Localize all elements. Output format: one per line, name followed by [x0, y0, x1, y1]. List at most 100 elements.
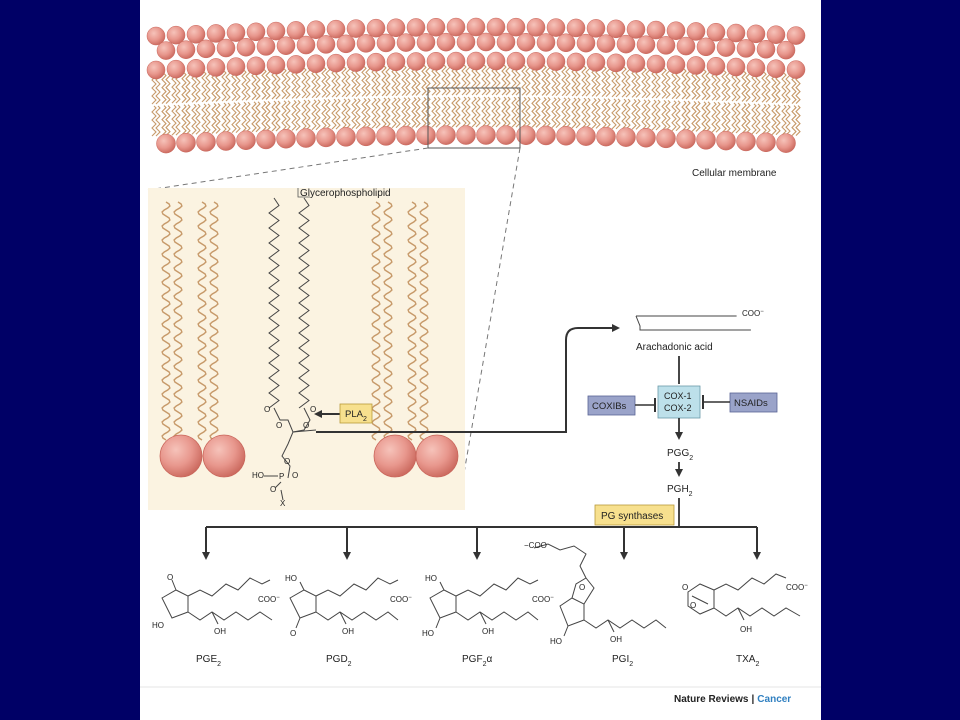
arachidonic-acid-label: Arachadonic acid [636, 342, 713, 353]
txa2-oh: OH [740, 625, 752, 634]
membrane-tail [445, 96, 451, 128]
membrane-tail [611, 66, 617, 98]
membrane-tail [265, 101, 271, 132]
membrane-tail [671, 100, 677, 132]
lipid-head [216, 38, 236, 58]
membrane-tail [351, 98, 357, 129]
lipid-head [476, 125, 496, 145]
pgi2-coo: −COO [524, 541, 547, 550]
eicosanoid-pathway-diagram: Cellular membrane O O O O O HO P O O X G… [140, 17, 821, 705]
zoom-lipid-head [415, 434, 459, 478]
zoom-tail [161, 201, 171, 441]
membrane-tail [221, 70, 227, 102]
lipid-head [256, 37, 276, 56]
membrane-tail [785, 104, 791, 136]
membrane-tail [391, 65, 397, 97]
lipid-head [616, 127, 636, 147]
lipid-head [496, 32, 516, 52]
membrane-tail [275, 100, 281, 132]
membrane-tail [441, 64, 447, 96]
membrane-tail [595, 97, 601, 129]
lipid-head [566, 18, 586, 38]
membrane-tail [381, 97, 387, 129]
membrane-tail [581, 97, 587, 129]
ester-o-2: O [303, 421, 309, 430]
cox1-label: COX-1 [664, 391, 692, 401]
lipid-head [656, 128, 676, 149]
lipid-head [736, 39, 756, 58]
lipid-head [466, 17, 486, 37]
membrane-tail [761, 103, 767, 135]
lipid-head [676, 129, 696, 149]
membrane-tail [291, 67, 297, 99]
membrane-tail [745, 71, 751, 102]
membrane-tail [255, 101, 261, 133]
membrane-tail [221, 102, 227, 134]
lipid-head [606, 53, 626, 73]
membrane-tail [191, 71, 197, 103]
membrane-tail [561, 65, 567, 97]
pgd2-oh: OH [342, 627, 354, 636]
membrane-tail [791, 105, 797, 136]
lipid-head [156, 41, 176, 60]
membrane-tail [651, 67, 657, 99]
phosphate-o-lower: O [270, 485, 276, 494]
membrane-tail [551, 65, 557, 96]
carbonyl-o-2: O [310, 405, 316, 414]
membrane-tail [341, 98, 347, 130]
lipid-head [296, 35, 316, 55]
lipid-head [246, 56, 266, 76]
membrane-tail [755, 103, 761, 135]
membrane-tail [625, 66, 631, 98]
membrane-tail [281, 68, 287, 100]
membrane-tail [225, 102, 231, 134]
membrane-tail [591, 65, 597, 97]
pge2-o: O [167, 573, 173, 582]
membrane-tail [531, 96, 537, 128]
membrane-tail [351, 66, 357, 97]
lipid-head [536, 33, 556, 52]
membrane-tail [795, 105, 801, 136]
membrane-tail [691, 101, 697, 132]
lipid-head [686, 22, 706, 41]
membrane-tail [541, 65, 547, 96]
membrane-tail [655, 99, 661, 131]
phosphorus-atom: P [279, 472, 284, 481]
membrane-tail [381, 65, 387, 97]
membrane-tail [661, 99, 667, 131]
membrane-tail [451, 96, 457, 128]
membrane-tail [215, 103, 221, 134]
lipid-head [696, 37, 716, 57]
membrane-tail [485, 96, 491, 128]
membrane-tail [711, 101, 717, 133]
lipid-head [416, 33, 436, 52]
membrane-tail [475, 96, 481, 128]
phosphate-ho: HO [252, 471, 264, 480]
lipid-head [286, 21, 306, 40]
product-label-pgi2: PGI2 [612, 654, 633, 668]
membrane-tail [395, 97, 401, 129]
lipid-head [396, 125, 416, 146]
phosphate-x: X [280, 499, 286, 508]
membrane-tail [375, 97, 381, 129]
membrane-tail [751, 103, 757, 135]
lipid-head [776, 40, 796, 60]
membrane-tail [261, 69, 267, 100]
lipid-head [186, 25, 206, 44]
cox-box [657, 385, 701, 419]
membrane-tail [311, 99, 317, 131]
lipid-head [356, 126, 376, 147]
lipid-head [146, 60, 166, 80]
membrane-tail [465, 64, 471, 96]
membrane-tail [645, 99, 651, 131]
membrane-tail [461, 64, 467, 96]
glycerophospholipid-chain-2 [298, 197, 310, 409]
membrane-tail [661, 67, 667, 99]
membrane-tail [665, 99, 671, 131]
pgf2a-ho-lower: HO [422, 629, 434, 638]
zoom-tail [197, 201, 207, 441]
membrane-tail [245, 101, 251, 133]
membrane-tail [285, 68, 291, 100]
membrane-tail [385, 65, 391, 97]
ester-linkage [292, 407, 311, 433]
